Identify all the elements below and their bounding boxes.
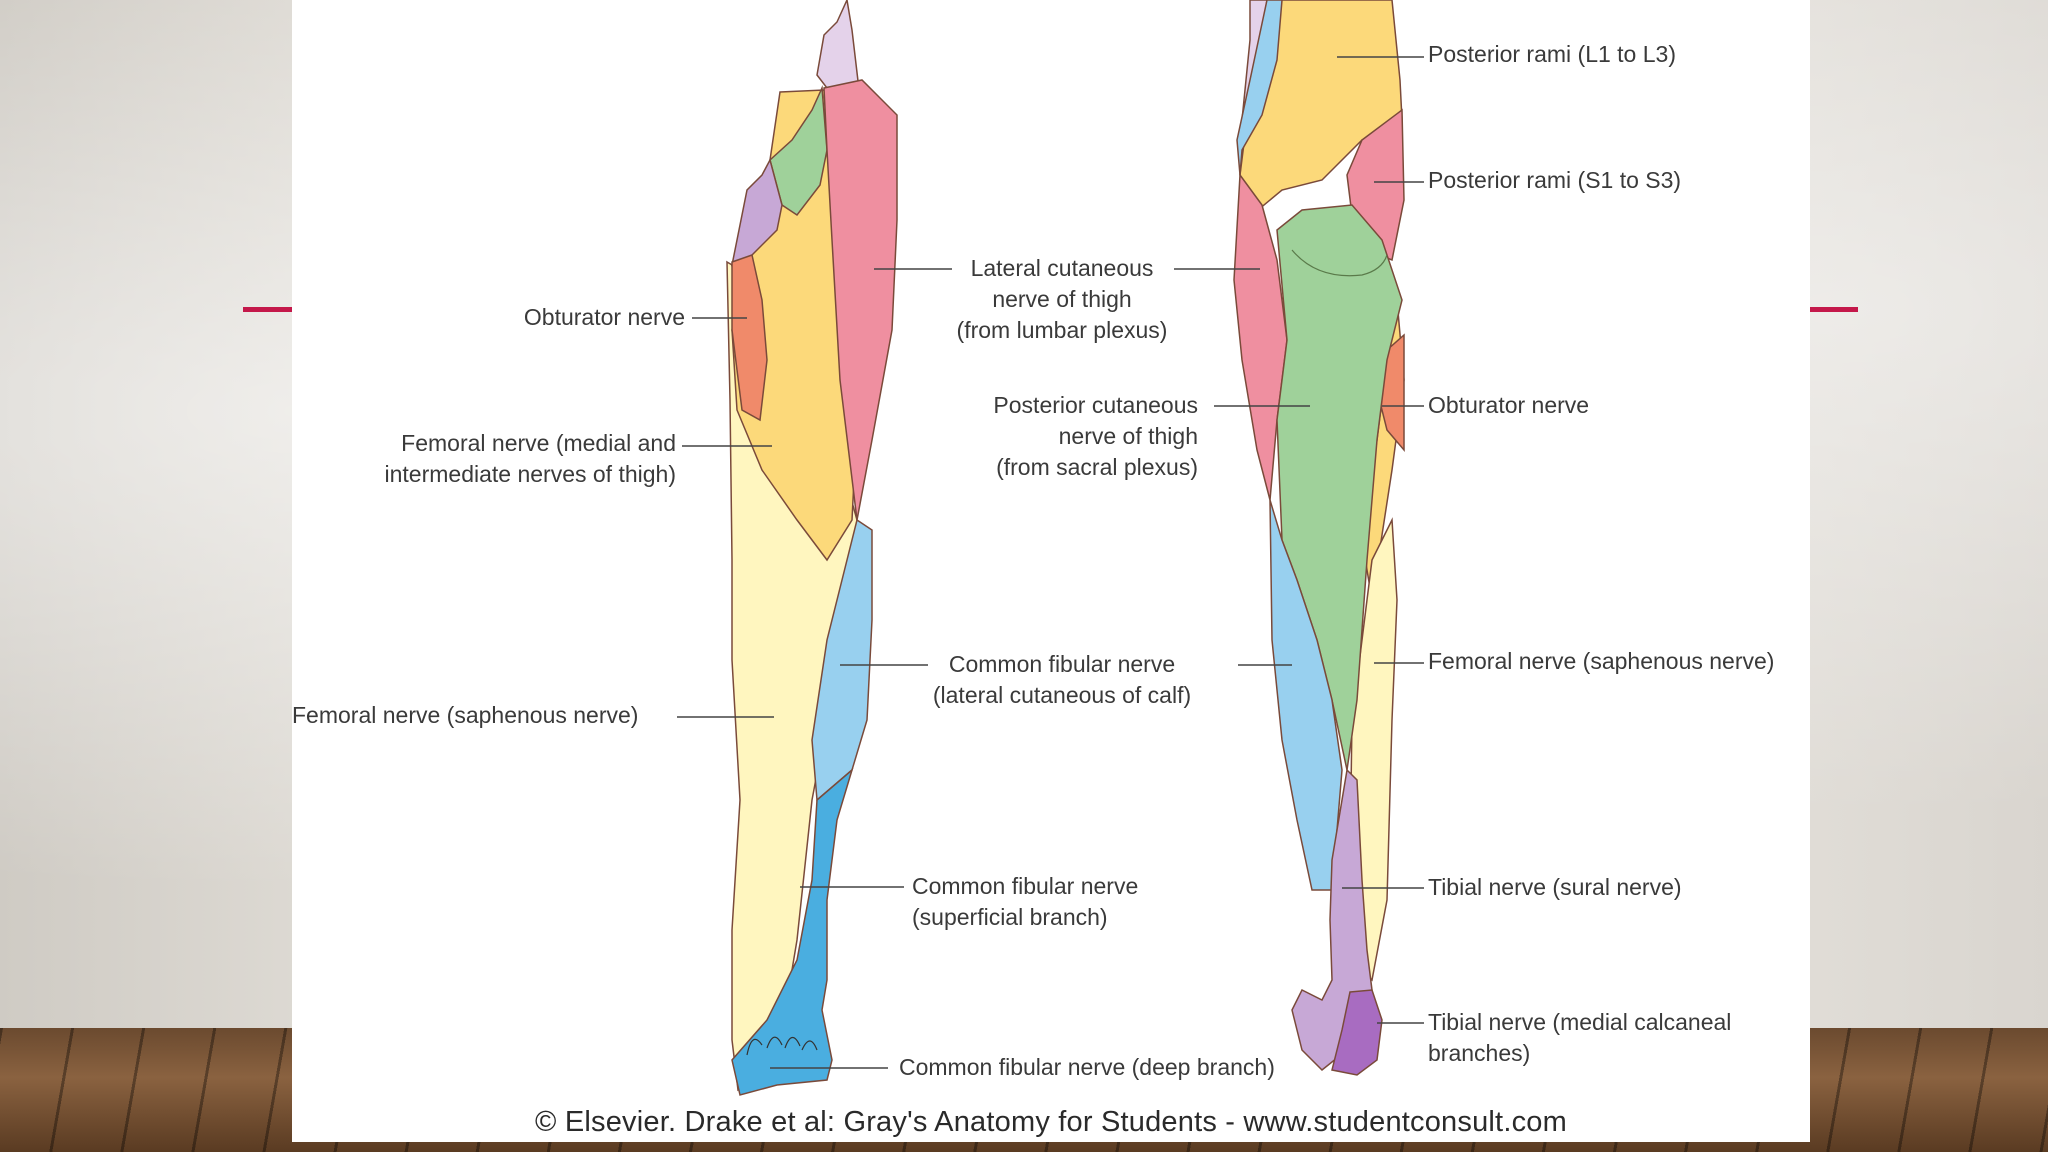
- label-lateral-cutaneous-thigh: Lateral cutaneous nerve of thigh (from l…: [956, 255, 1168, 343]
- posterior-leg: [1233, 0, 1405, 1076]
- label-femoral-medial-intermediate: Femoral nerve (medial and intermediate n…: [384, 430, 677, 487]
- posterior-green-inner-line: [1291, 249, 1388, 277]
- anterior-orange-region: [731, 254, 768, 422]
- leader-lines: [677, 56, 1424, 1069]
- label-obturator-anterior: Obturator nerve: [523, 304, 685, 330]
- slide: Obturator nerve Femoral nerve (medial an…: [292, 0, 1810, 1142]
- posterior-green-region: [1276, 204, 1403, 771]
- copyright-credit: © Elsevier. Drake et al: Gray's Anatomy …: [535, 1106, 1567, 1138]
- anterior-leg: [726, 0, 898, 1096]
- anterior-pink-region: [823, 79, 898, 521]
- anterior-blue-region: [731, 767, 854, 1096]
- posterior-pink-lateral-region: [1233, 172, 1288, 501]
- posterior-purple-heel-region: [1331, 989, 1383, 1076]
- posterior-light-blue-top-region: [1236, 0, 1283, 176]
- label-obturator-posterior: Obturator nerve: [1428, 392, 1590, 418]
- label-posterior-rami-lumbar: Posterior rami (L1 to L3): [1428, 41, 1676, 67]
- label-common-fibular-deep: Common fibular nerve (deep branch): [899, 1054, 1275, 1080]
- label-common-fibular-lateral-calf: Common fibular nerve (lateral cutaneous …: [932, 651, 1192, 708]
- accent-line-right: [1805, 307, 1858, 312]
- label-posterior-rami-sacral: Posterior rami (S1 to S3): [1428, 167, 1682, 193]
- label-posterior-cutaneous-thigh: Posterior cutaneous nerve of thigh (from…: [993, 392, 1198, 480]
- leg-dermatome-diagram: [677, 0, 1424, 1096]
- accent-line-left: [243, 307, 298, 312]
- label-tibial-medial-calcaneal: Tibial nerve (medial calcaneal branches): [1428, 1009, 1732, 1066]
- label-tibial-sural: Tibial nerve (sural nerve): [1428, 874, 1682, 900]
- label-femoral-saphenous-posterior: Femoral nerve (saphenous nerve): [1428, 648, 1775, 674]
- label-femoral-saphenous-anterior: Femoral nerve (saphenous nerve): [292, 702, 639, 728]
- anterior-toe-outline: [746, 1036, 818, 1056]
- label-common-fibular-superficial: Common fibular nerve (superficial branch…: [912, 873, 1139, 930]
